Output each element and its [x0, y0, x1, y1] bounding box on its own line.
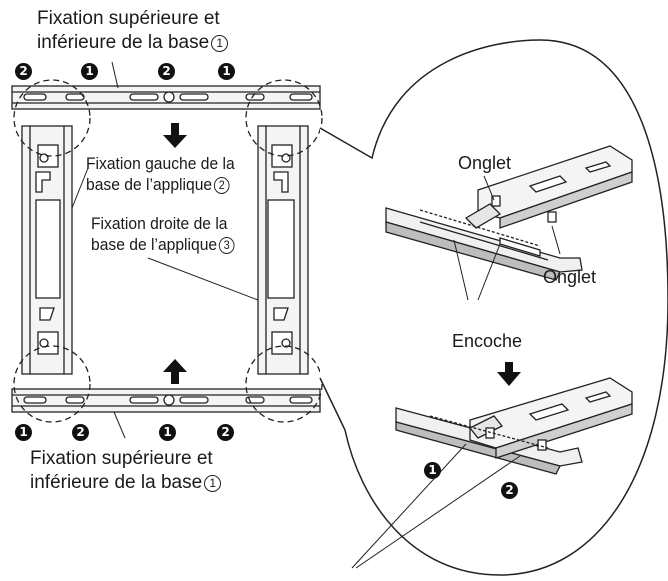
base-number-circle-bottom: 1 [204, 475, 222, 492]
bottom-base-label-line1: Fixation supérieure et [30, 448, 213, 469]
dashed-highlight-circles [13, 79, 323, 423]
tab-upper-label: Onglet [458, 153, 512, 173]
bottom-badge-3: 1 [159, 424, 176, 441]
top-badge-2: 1 [81, 63, 98, 80]
detail-bubble-outline [319, 39, 668, 576]
detail-lower-assembly [395, 377, 633, 475]
right-bracket [257, 125, 309, 375]
top-base-label-line1: Fixation supérieure et [37, 8, 220, 29]
bottom-base-label: Fixation supérieure et inférieure de la … [30, 447, 222, 495]
leader-lines-left [71, 61, 259, 439]
base-number-circle: 1 [211, 35, 229, 52]
notch-label: Encoche [452, 331, 523, 351]
left-bracket [21, 125, 73, 375]
left-bracket-label-line1: Fixation gauche de la [86, 154, 235, 173]
bottom-badge-1: 1 [15, 424, 32, 441]
tab-lower-label: Onglet [543, 267, 597, 287]
top-base-rail [11, 85, 321, 110]
right-bracket-number-circle: 3 [218, 237, 235, 254]
right-bracket-label: Fixation droite de la base de l’applique… [91, 213, 235, 255]
detail-badge-1: 1 [424, 462, 441, 479]
right-bracket-label-line1: Fixation droite de la [91, 214, 228, 233]
top-badge-3: 2 [158, 63, 175, 80]
left-bracket-label: Fixation gauche de la base de l’applique… [86, 153, 235, 195]
detail-arrow-down-icon [497, 362, 521, 386]
detail-upper-assembly [385, 145, 633, 281]
left-bracket-number-circle: 2 [213, 177, 230, 194]
detail-badge-2: 2 [501, 482, 518, 499]
leader-lines-right [351, 175, 561, 569]
bottom-badge-4: 2 [217, 424, 234, 441]
top-badge-4: 1 [218, 63, 235, 80]
top-base-label: Fixation supérieure et inférieure de la … [37, 7, 229, 55]
bottom-badge-2: 2 [72, 424, 89, 441]
top-badge-1: 2 [15, 63, 32, 80]
bottom-base-rail [11, 388, 321, 413]
arrow-up-icon [163, 359, 187, 384]
arrow-down-icon [163, 123, 187, 148]
